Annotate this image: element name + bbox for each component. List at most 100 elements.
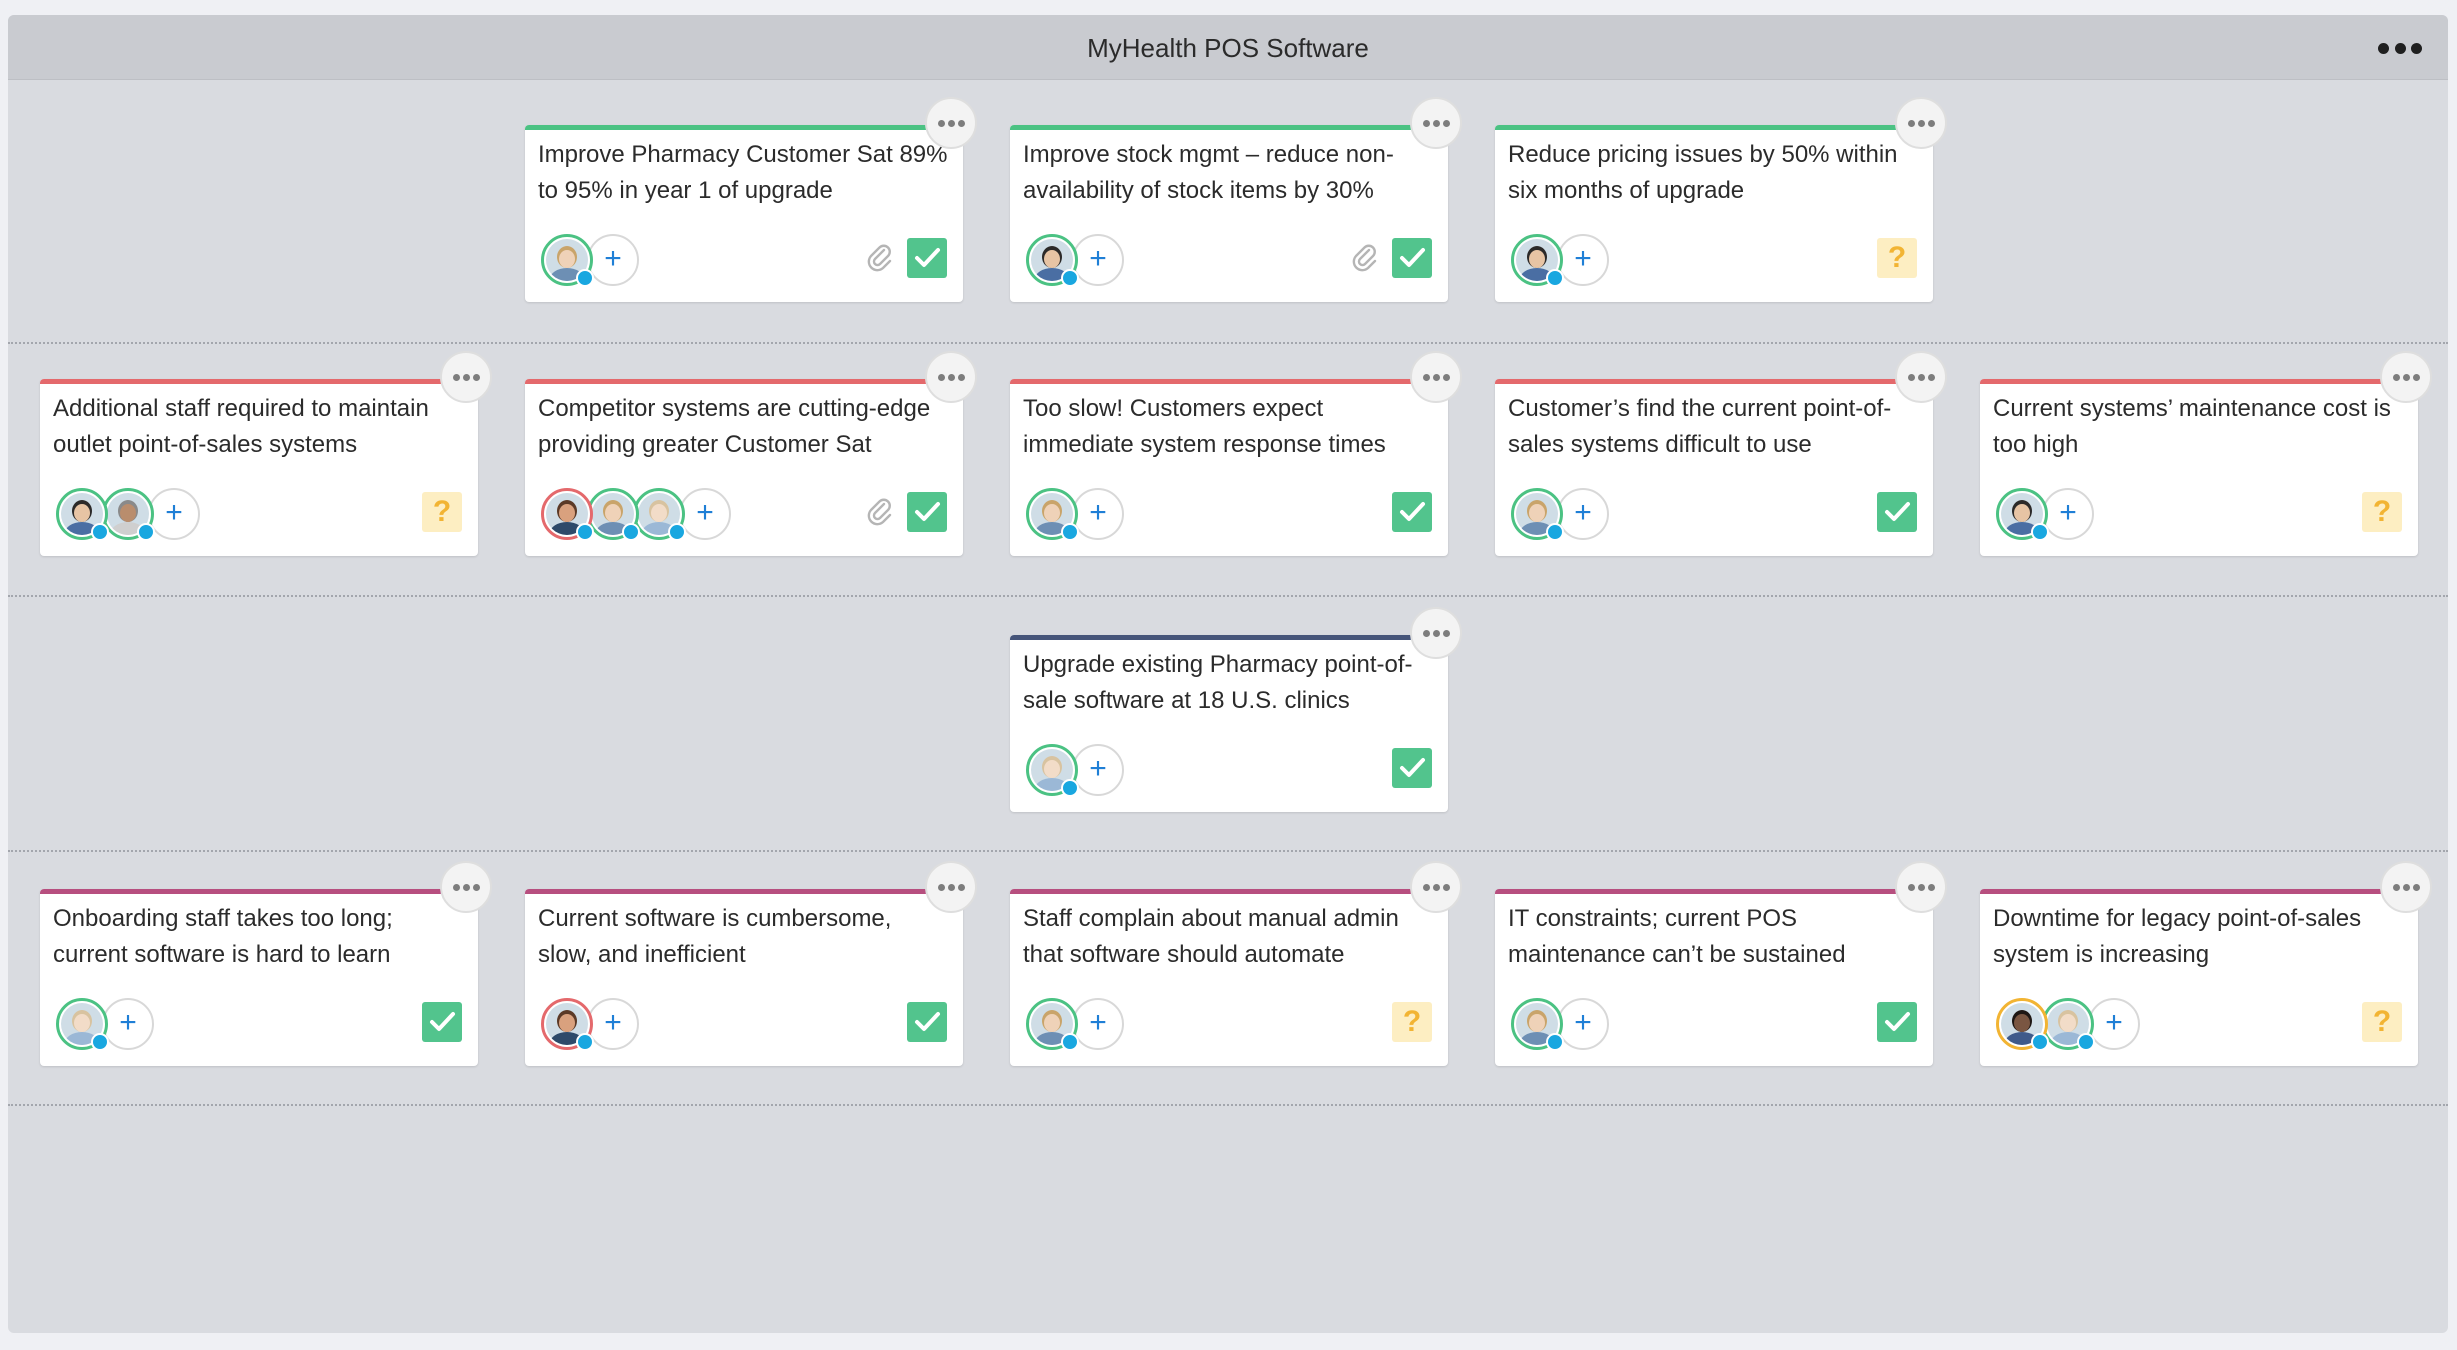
status-done-check-icon[interactable]	[1392, 492, 1432, 532]
status-unknown-icon[interactable]: ?	[2362, 492, 2402, 532]
status-done-check-icon[interactable]	[1392, 748, 1432, 788]
card-text: Upgrade existing Pharmacy point-of-sale …	[1023, 651, 1413, 714]
edit-badge-icon	[1546, 269, 1564, 287]
card-cause[interactable]: Staff complain about manual admin that s…	[1010, 861, 1462, 1066]
add-assignee-button[interactable]: +	[587, 234, 639, 286]
add-assignee-button[interactable]: +	[1557, 488, 1609, 540]
avatar-woman-blonde[interactable]	[587, 488, 640, 541]
card-menu-icon[interactable]	[1410, 351, 1462, 403]
status-done-check-icon[interactable]	[1392, 238, 1432, 278]
card-text: Current systems’ maintenance cost is too…	[1993, 395, 2391, 458]
card-menu-icon[interactable]	[2380, 861, 2432, 913]
add-assignee-button[interactable]: +	[1072, 744, 1124, 796]
add-assignee-button[interactable]: +	[2088, 998, 2140, 1050]
status-done-check-icon[interactable]	[1877, 492, 1917, 532]
status-done-check-icon[interactable]	[907, 238, 947, 278]
card-menu-icon[interactable]	[925, 861, 977, 913]
add-assignee-button[interactable]: +	[587, 998, 639, 1050]
add-assignee-button[interactable]: +	[148, 488, 200, 540]
add-assignee-button[interactable]: +	[1072, 488, 1124, 540]
card-goal[interactable]: Reduce pricing issues by 50% within six …	[1495, 97, 1947, 302]
avatar-woman-light[interactable]	[2042, 998, 2095, 1051]
card-text: Improve stock mgmt – reduce non-availabi…	[1023, 141, 1394, 204]
card-menu-icon[interactable]	[925, 351, 977, 403]
avatar-woman-blonde[interactable]	[1026, 998, 1079, 1051]
card-category-bar	[40, 889, 478, 894]
status-unknown-icon[interactable]: ?	[1392, 1002, 1432, 1042]
status-done-check-icon[interactable]	[422, 1002, 462, 1042]
card-category-bar	[1010, 125, 1448, 130]
row-divider	[8, 1104, 2448, 1106]
card-category-bar	[1980, 379, 2418, 384]
card-cause[interactable]: IT constraints; current POS maintenance …	[1495, 861, 1947, 1066]
card-menu-icon[interactable]	[925, 97, 977, 149]
add-assignee-button[interactable]: +	[2042, 488, 2094, 540]
card-problem[interactable]: Current systems’ maintenance cost is too…	[1980, 351, 2432, 556]
edit-badge-icon	[576, 523, 594, 541]
attachment-icon[interactable]	[865, 496, 895, 526]
card-category-bar	[525, 379, 963, 384]
card-cause[interactable]: Current software is cumbersome, slow, an…	[525, 861, 977, 1066]
add-assignee-button[interactable]: +	[1557, 234, 1609, 286]
attachment-icon[interactable]	[1350, 242, 1380, 272]
card-category-bar	[1010, 635, 1448, 640]
card-text: Reduce pricing issues by 50% within six …	[1508, 141, 1898, 204]
card-category-bar	[40, 379, 478, 384]
add-assignee-button[interactable]: +	[102, 998, 154, 1050]
avatar-woman-blonde[interactable]	[1026, 488, 1079, 541]
card-menu-icon[interactable]	[2380, 351, 2432, 403]
card-solution[interactable]: Upgrade existing Pharmacy point-of-sale …	[1010, 607, 1462, 812]
avatar-woman-blonde[interactable]	[1511, 998, 1564, 1051]
card-problem[interactable]: Customer’s find the current point-of-sal…	[1495, 351, 1947, 556]
avatar-woman-light[interactable]	[633, 488, 686, 541]
avatar-woman-light[interactable]	[56, 998, 109, 1051]
add-assignee-button[interactable]: +	[1557, 998, 1609, 1050]
card-cause[interactable]: Onboarding staff takes too long; current…	[40, 861, 492, 1066]
status-unknown-icon[interactable]: ?	[1877, 238, 1917, 278]
avatar-woman-dark[interactable]	[1996, 998, 2049, 1051]
card-menu-icon[interactable]	[1410, 97, 1462, 149]
card-text: Too slow! Customers expect immediate sys…	[1023, 395, 1386, 458]
edit-badge-icon	[1061, 1033, 1079, 1051]
avatar-man-beard[interactable]	[541, 998, 594, 1051]
card-menu-icon[interactable]	[1895, 861, 1947, 913]
avatar-man-dark[interactable]	[1511, 234, 1564, 287]
avatar-man-beard[interactable]	[541, 488, 594, 541]
card-menu-icon[interactable]	[1895, 97, 1947, 149]
avatar-man-dark[interactable]	[1026, 234, 1079, 287]
add-assignee-button[interactable]: +	[1072, 234, 1124, 286]
avatar-man-bald[interactable]	[102, 488, 155, 541]
card-problem[interactable]: Too slow! Customers expect immediate sys…	[1010, 351, 1462, 556]
status-done-check-icon[interactable]	[907, 1002, 947, 1042]
card-problem[interactable]: Additional staff required to maintain ou…	[40, 351, 492, 556]
status-done-check-icon[interactable]	[907, 492, 947, 532]
add-assignee-button[interactable]: +	[1072, 998, 1124, 1050]
edit-badge-icon	[1546, 1033, 1564, 1051]
card-goal[interactable]: Improve stock mgmt – reduce non-availabi…	[1010, 97, 1462, 302]
status-done-check-icon[interactable]	[1877, 1002, 1917, 1042]
board-menu-icon[interactable]	[2378, 37, 2422, 59]
edit-badge-icon	[2031, 1033, 2049, 1051]
card-menu-icon[interactable]	[1410, 861, 1462, 913]
edit-badge-icon	[2031, 523, 2049, 541]
board: MyHealth POS Software Improve Pharmacy C…	[8, 15, 2448, 1333]
attachment-icon[interactable]	[865, 242, 895, 272]
status-unknown-icon[interactable]: ?	[2362, 1002, 2402, 1042]
status-unknown-icon[interactable]: ?	[422, 492, 462, 532]
card-problem[interactable]: Competitor systems are cutting-edge prov…	[525, 351, 977, 556]
card-menu-icon[interactable]	[1895, 351, 1947, 403]
question-mark-icon: ?	[2372, 495, 2392, 528]
avatar-woman-light[interactable]	[1026, 744, 1079, 797]
add-assignee-button[interactable]: +	[679, 488, 731, 540]
card-cause[interactable]: Downtime for legacy point-of-sales syste…	[1980, 861, 2432, 1066]
card-menu-icon[interactable]	[1410, 607, 1462, 659]
card-menu-icon[interactable]	[440, 861, 492, 913]
card-menu-icon[interactable]	[440, 351, 492, 403]
question-mark-icon: ?	[1402, 1005, 1422, 1038]
card-goal[interactable]: Improve Pharmacy Customer Sat 89% to 95%…	[525, 97, 977, 302]
avatar-man-dark[interactable]	[1996, 488, 2049, 541]
avatar-woman-blonde[interactable]	[1511, 488, 1564, 541]
avatar-woman-blonde[interactable]	[541, 234, 594, 287]
card-text: Improve Pharmacy Customer Sat 89% to 95%…	[538, 141, 948, 204]
avatar-man-dark[interactable]	[56, 488, 109, 541]
